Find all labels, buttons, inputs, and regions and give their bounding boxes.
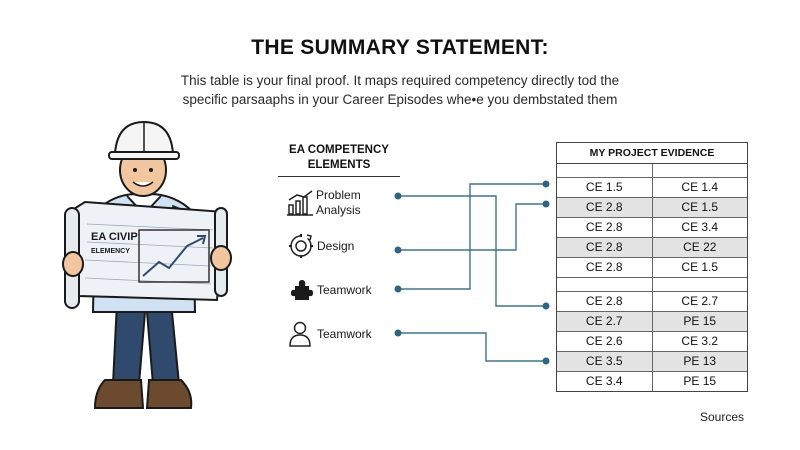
sources-link[interactable]: Sources <box>700 410 745 424</box>
table-row: CE 3.5 PE 13 <box>557 352 747 372</box>
evidence-spacer-cell <box>653 164 748 177</box>
competency-label-teamwork-1: Teamwork <box>317 282 372 297</box>
subtitle-line-1: This table is your final proof. It maps … <box>180 73 620 88</box>
subtitle-line-2: specific parsaaphs in your Career Episod… <box>182 92 618 107</box>
evidence-cell: CE 3.5 <box>557 352 653 371</box>
table-row: CE 3.4 PE 15 <box>557 372 747 391</box>
puzzle-piece-icon <box>291 280 313 300</box>
connector-dot-row-7 <box>542 302 550 310</box>
evidence-cell: PE 13 <box>683 354 717 368</box>
evidence-cell: CE 2.8 <box>557 258 653 277</box>
page-title: THE SUMMARY STATEMENT: <box>251 36 549 59</box>
blueprint-text-2: ELEMENCY <box>91 248 130 255</box>
blueprint-text-1: EA CIVIP <box>91 231 138 243</box>
evidence-cell: CE 2.8 <box>557 198 653 217</box>
evidence-cell: CE 2.8 <box>557 238 653 257</box>
evidence-cell: CE 1.5 <box>681 260 719 274</box>
competency-item-problem-analysis: Problem Analysis <box>286 188 361 218</box>
evidence-cell: CE 2.7 <box>557 312 653 331</box>
evidence-cell: CE 2.6 <box>557 332 653 351</box>
evidence-cell: CE 22 <box>683 240 717 254</box>
table-row: CE 2.8 CE 22 <box>557 238 747 258</box>
engineer-illustration: EA CIVIP ELEMENCY <box>62 120 232 409</box>
evidence-cell: PE 15 <box>683 374 717 388</box>
connector-problem-analysis <box>398 195 546 307</box>
competency-header-line-1: EA COMPETENCY <box>289 144 389 156</box>
table-row: CE 2.8 CE 3.4 <box>557 218 747 238</box>
connector-dot-teamwork-1 <box>394 285 402 293</box>
competency-item-teamwork-2: Teamwork <box>287 320 372 348</box>
evidence-cell: CE 3.2 <box>681 334 719 348</box>
evidence-cell: CE 3.4 <box>681 220 719 234</box>
evidence-header: MY PROJECT EVIDENCE <box>557 143 747 164</box>
connector-dot-row-10 <box>542 357 550 365</box>
competency-header-rule <box>278 176 400 177</box>
evidence-cell: CE 3.4 <box>557 372 653 391</box>
connector-dot-problem-analysis <box>394 192 402 200</box>
table-row: CE 2.8 CE 1.5 <box>557 198 747 218</box>
competency-label-design: Design <box>317 238 355 253</box>
table-row: CE 2.7 PE 15 <box>557 312 747 332</box>
evidence-cell: CE 2.8 <box>557 218 653 237</box>
bar-chart-icon <box>287 190 313 216</box>
evidence-cell: CE 1.4 <box>681 180 719 194</box>
evidence-cell: PE 15 <box>683 314 717 328</box>
evidence-spacer-row <box>557 164 747 178</box>
competency-label-teamwork-2: Teamwork <box>317 326 372 341</box>
evidence-spacer-cell <box>557 164 653 177</box>
person-icon <box>289 321 311 347</box>
connector-dot-design <box>394 246 402 254</box>
competency-label-line-2: Analysis <box>316 203 361 217</box>
table-row: CE 2.6 CE 3.2 <box>557 332 747 352</box>
connector-dot-row-1 <box>542 180 550 188</box>
connector-design <box>398 203 546 251</box>
evidence-table: MY PROJECT EVIDENCE CE 1.5 CE 1.4 CE 2.8… <box>556 142 748 392</box>
connector-dot-teamwork-2 <box>394 329 402 337</box>
evidence-spacer-cell <box>557 278 653 291</box>
connector-dot-row-2 <box>542 200 550 208</box>
evidence-cell: CE 2.8 <box>557 292 653 311</box>
evidence-spacer-cell <box>653 278 748 291</box>
table-row: CE 2.8 CE 2.7 <box>557 292 747 312</box>
evidence-cell: CE 1.5 <box>681 200 719 214</box>
gear-cycle-icon <box>289 234 313 258</box>
competency-header: EA COMPETENCY ELEMENTS <box>278 143 400 173</box>
table-row: CE 1.5 CE 1.4 <box>557 178 747 198</box>
competency-label-line-1: Problem <box>316 188 361 202</box>
evidence-spacer-row <box>557 278 747 292</box>
competency-item-design: Design <box>287 232 354 260</box>
table-row: CE 2.8 CE 1.5 <box>557 258 747 278</box>
connector-teamwork-1 <box>398 183 546 290</box>
competency-item-teamwork-1: Teamwork <box>287 276 372 304</box>
evidence-cell: CE 1.5 <box>557 178 653 197</box>
competency-label-problem-analysis: Problem Analysis <box>316 188 361 218</box>
evidence-cell: CE 2.7 <box>681 294 719 308</box>
competency-header-line-2: ELEMENTS <box>307 159 371 171</box>
subtitle: This table is your final proof. It maps … <box>140 71 660 109</box>
connector-teamwork-2 <box>398 332 546 362</box>
